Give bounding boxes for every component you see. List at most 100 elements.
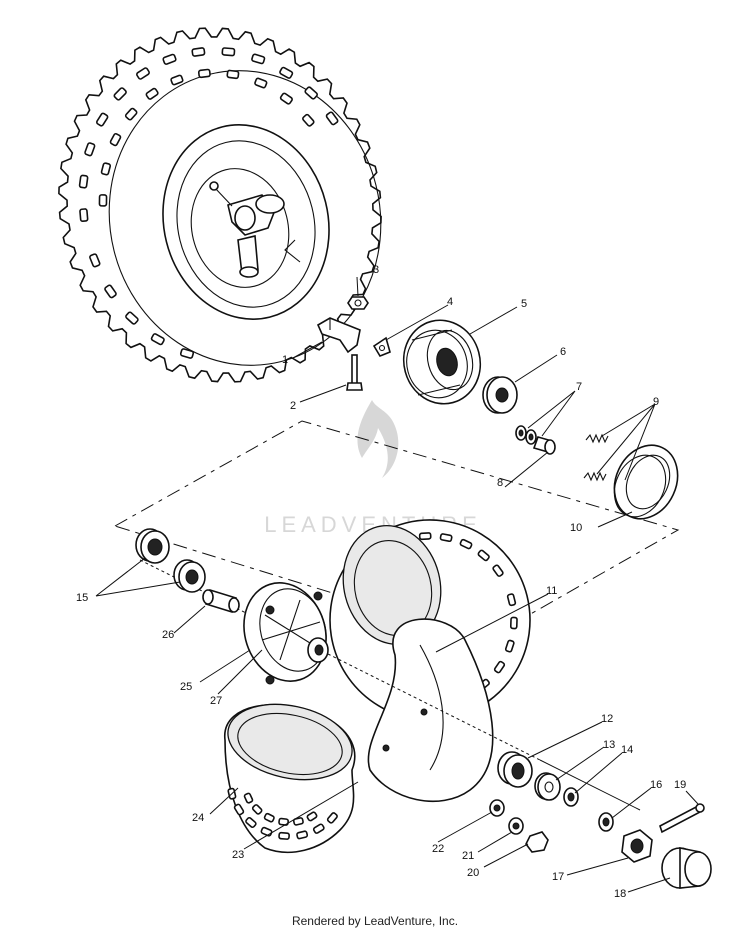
tread-block [233,803,245,816]
rim-part-23 [367,618,494,803]
tread-block [197,68,211,79]
callout-24: 24 [192,812,204,824]
tread-block [254,77,268,89]
tread-block [304,86,318,100]
callout-27: 27 [210,695,222,707]
tread-block [251,53,266,65]
washer-part-14 [563,787,579,807]
lug-nuts-part-20-22 [489,799,549,853]
callout-26: 26 [162,629,174,641]
tread-block [325,111,339,126]
callout-4: 4 [447,296,453,308]
tread-block [226,69,240,80]
callout-12: 12 [601,713,613,725]
tread-block [278,817,290,826]
tread-block [279,66,294,79]
tread-block [170,74,184,86]
render-credit: Rendered by LeadVenture, Inc. [291,914,459,928]
tread-block [263,812,275,823]
cap-part-18 [661,847,712,889]
tread-block [113,87,127,101]
tread-block [278,831,290,840]
bolt-part-2 [346,354,363,391]
tread-block [459,538,473,550]
tread-block [306,811,318,822]
bearing-part-12 [497,751,533,788]
callout-16: 16 [650,779,662,791]
brake-shoe-part-10 [613,444,679,520]
brake-drum-part-5 [402,319,482,405]
callout-23: 23 [232,849,244,861]
springs-part-9 [583,433,609,482]
leader-lines [95,276,699,893]
nut-part-3 [347,296,369,310]
tread-block [292,817,304,826]
callout-14: 14 [621,744,633,756]
tread-block [504,639,515,653]
tread-block [124,107,138,121]
callout-1: 1 [282,354,288,366]
tread-block [125,311,139,325]
tread-block [100,162,112,176]
callout-6: 6 [560,346,566,358]
callout-18: 18 [614,888,626,900]
callout-11: 11 [546,585,557,597]
bearing-part-15a [135,528,170,564]
spacer-part-6 [482,376,518,414]
cotter-pin-part-19 [659,803,705,834]
clip-part-4 [372,336,391,357]
tread-block [162,53,177,65]
pin-part-8 [532,436,556,455]
callout-21: 21 [462,850,474,862]
steering-knuckle [209,181,301,278]
tread-block [493,660,506,674]
callout-3: 3 [373,264,379,276]
bearing-part-15b [173,559,206,593]
callout-9: 9 [653,396,659,408]
tread-block [179,348,195,359]
flame-logo-icon [357,400,399,478]
tread-block [136,67,150,80]
callout-labels: 3 4 5 6 7 9 8 10 1 2 11 12 13 14 16 19 1… [76,264,686,900]
castle-nut-part-17 [621,829,653,863]
tread-block [251,804,263,815]
tread-block [78,174,89,189]
callout-2: 2 [290,400,296,412]
washer-part-16 [598,812,614,832]
tread-block [221,47,236,57]
assembly-outline [113,420,680,641]
washer-part-7 [515,425,537,445]
bracket-part-1 [316,317,361,354]
callout-7: 7 [576,381,582,393]
tread-block [150,333,165,346]
tread-block [509,616,518,630]
callout-8: 8 [497,477,503,489]
tread-block [302,113,315,127]
callout-5: 5 [521,298,527,310]
spacer-part-26 [202,588,240,614]
tread-block [79,208,89,223]
callout-10: 10 [570,522,582,534]
tread-block [84,142,96,157]
tread-block [418,532,432,541]
tread-block [191,47,206,57]
tread-block [326,812,338,824]
tread-block [312,823,325,834]
callout-20: 20 [467,867,479,879]
tread-block [245,816,257,829]
spacer-part-13 [534,772,561,801]
tread-block [296,830,309,840]
tread-block [95,112,109,127]
callout-25: 25 [180,681,192,693]
tread-block [145,87,159,100]
tread-block [89,253,101,268]
tread-block [279,92,293,105]
tread-block [104,284,117,299]
upper-tire [58,27,382,383]
callout-17: 17 [552,871,564,883]
tread-block [243,792,254,804]
callout-15: 15 [76,592,88,604]
tread-block [477,549,490,562]
wheel-hub-part-25 [243,582,329,685]
